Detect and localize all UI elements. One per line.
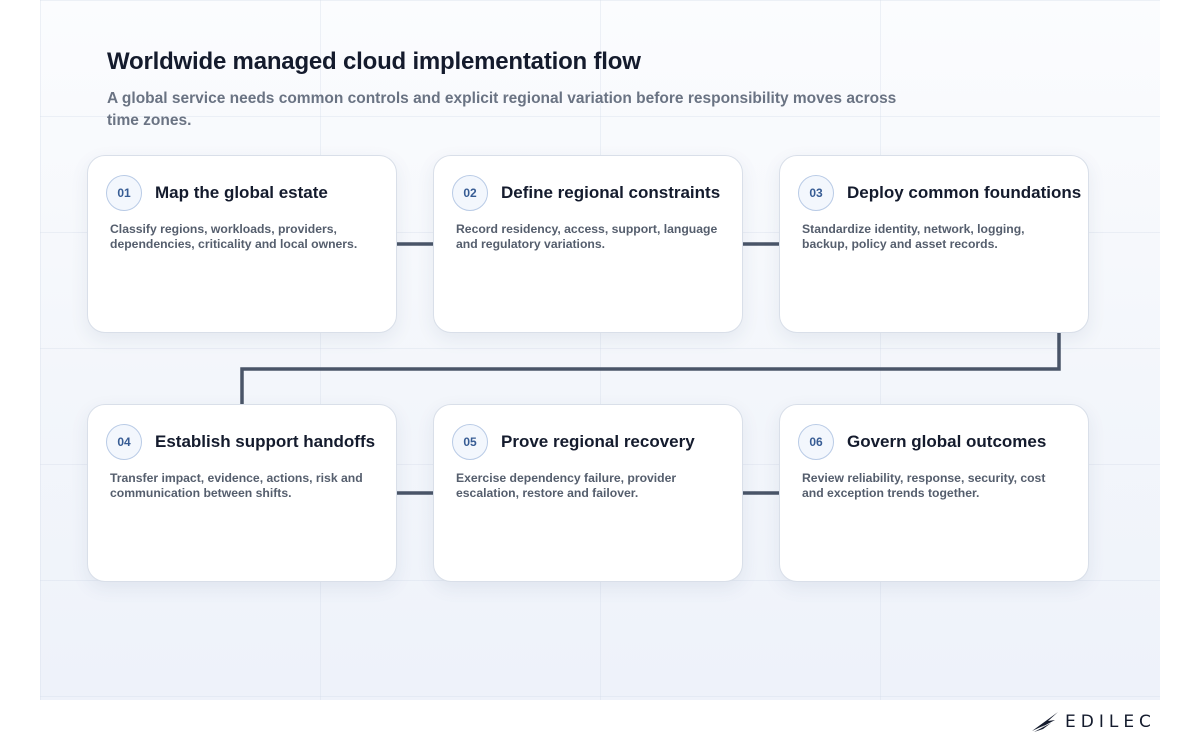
brand-logo: EDILEC — [1031, 711, 1156, 733]
step-description: Record residency, access, support, langu… — [456, 222, 718, 251]
step-number-badge: 01 — [106, 175, 142, 211]
bird-wing-logo-icon — [1032, 712, 1058, 732]
step-number-badge: 04 — [106, 424, 142, 460]
step-description: Transfer impact, evidence, actions, risk… — [110, 471, 363, 500]
step-title: Govern global outcomes — [847, 432, 1047, 451]
step-title: Map the global estate — [155, 183, 328, 202]
step-card-05: 05 Prove regional recovery Exercise depe… — [433, 404, 743, 582]
diagram-canvas — [40, 0, 1160, 700]
step-title: Prove regional recovery — [501, 432, 695, 451]
step-description: Standardize identity, network, logging, … — [802, 222, 1025, 251]
step-number-badge: 06 — [798, 424, 834, 460]
page-subtitle: A global service needs common controls a… — [107, 90, 897, 129]
page-title: Worldwide managed cloud implementation f… — [107, 48, 641, 75]
step-card-02: 02 Define regional constraints Record re… — [433, 155, 743, 333]
step-title: Deploy common foundations — [847, 183, 1082, 202]
step-number-badge: 05 — [452, 424, 488, 460]
step-card-03: 03 Deploy common foundations Standardize… — [779, 155, 1089, 333]
step-card-04: 04 Establish support handoffs Transfer i… — [87, 404, 397, 582]
step-number-badge: 03 — [798, 175, 834, 211]
step-description: Classify regions, workloads, providers, … — [110, 222, 358, 251]
step-description: Review reliability, response, security, … — [802, 471, 1046, 500]
step-description: Exercise dependency failure, provider es… — [456, 471, 677, 500]
step-card-06: 06 Govern global outcomes Review reliabi… — [779, 404, 1089, 582]
connector-03-04 — [240, 333, 1061, 405]
background-grid — [40, 0, 1160, 700]
step-title: Establish support handoffs — [155, 432, 376, 451]
step-card-01: 01 Map the global estate Classify region… — [87, 155, 397, 333]
step-number-badge: 02 — [452, 175, 488, 211]
step-title: Define regional constraints — [501, 183, 721, 202]
brand-name: EDILEC — [1065, 712, 1156, 732]
